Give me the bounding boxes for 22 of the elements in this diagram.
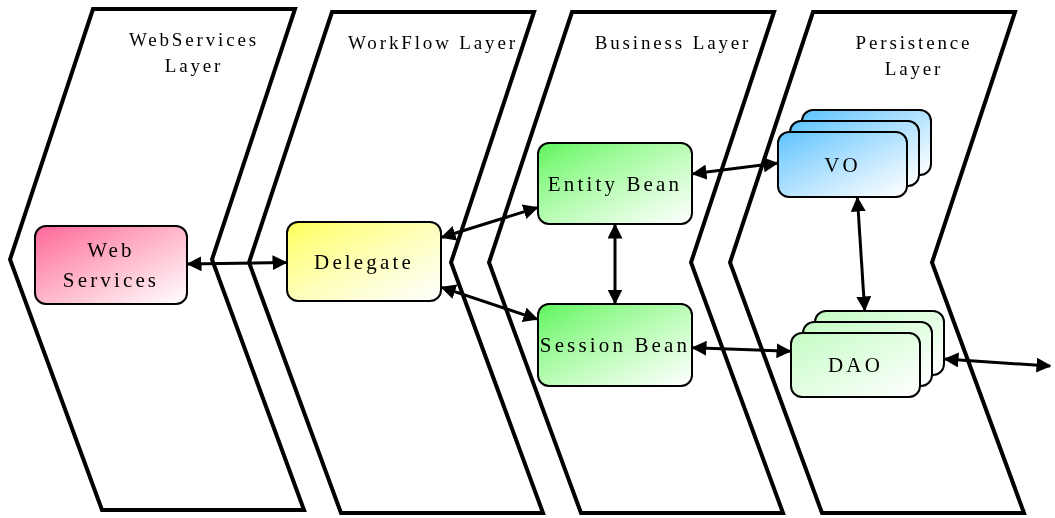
component-box <box>537 303 693 387</box>
component-box <box>537 142 693 225</box>
box-label: Session Bean <box>539 332 691 359</box>
arrow <box>186 255 288 272</box>
box-label: Delegate <box>314 248 414 276</box>
layer-title: WebServices Layer <box>127 28 261 78</box>
box-label: DAO <box>828 352 883 379</box>
arrow <box>440 284 539 322</box>
component-box <box>34 225 188 305</box>
box-label: Web Services <box>61 237 161 294</box>
layer-title: WorkFlow Layer <box>348 31 518 55</box>
box-label: Entity Bean <box>547 170 683 198</box>
layer-title: Business Layer <box>593 31 753 55</box>
arrow <box>691 157 779 180</box>
arrow <box>691 340 792 359</box>
layer-title: Persistence Layer <box>854 31 974 81</box>
component-box <box>286 221 442 302</box>
arrow <box>607 223 623 305</box>
arrow <box>440 204 539 241</box>
arrow <box>943 352 1052 373</box>
arrow <box>850 196 872 312</box>
box-label: VO <box>824 151 861 179</box>
